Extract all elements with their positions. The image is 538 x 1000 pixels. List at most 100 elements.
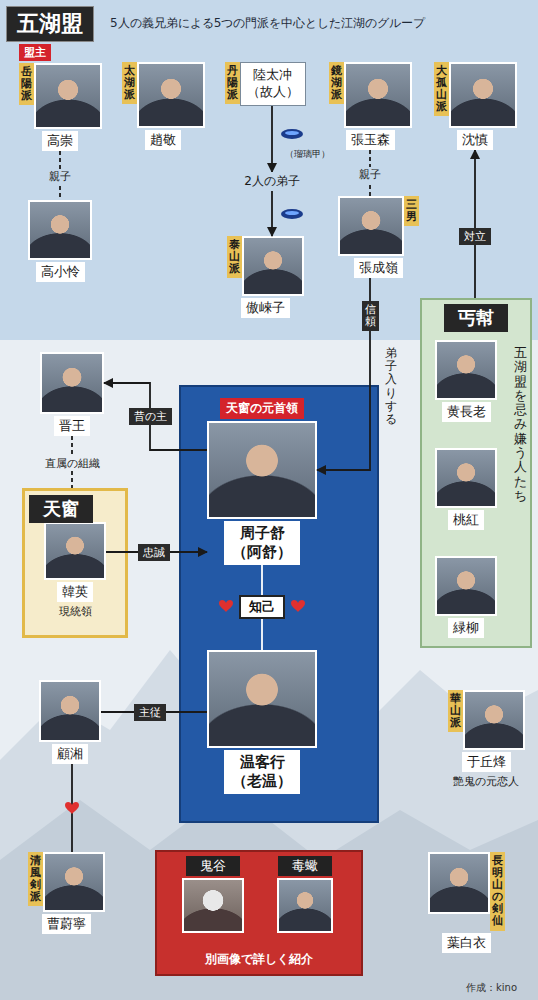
connector-label: 直属の組織 [42, 456, 103, 471]
connector-label: 親子 [46, 169, 74, 184]
faction-tag: 鏡湖派 [329, 62, 344, 104]
character-note: 現統領 [59, 604, 92, 619]
faction-tag: 長明山の剣仙 [490, 852, 505, 931]
portrait-photo [207, 421, 317, 519]
role-badge: 盟主 [19, 44, 51, 61]
portrait-photo [435, 448, 497, 508]
character-name: 周子舒 （阿舒） [224, 521, 300, 565]
character-name: 緑柳 [448, 618, 484, 638]
connector-label: 主従 [134, 704, 166, 721]
portrait-photo [137, 62, 205, 128]
character-name: 桃紅 [448, 510, 484, 530]
character-card: 太湖派趙敬 [122, 62, 205, 150]
character-card: 天窗の元首領周子舒 （阿舒） [207, 398, 317, 565]
portrait-photo [40, 352, 104, 414]
faction-tag: 華山派 [448, 690, 463, 732]
character-name: 顧湘 [52, 744, 88, 764]
group-region: 五湖盟5人の義兄弟による5つの門派を中心とした江湖のグループ盟主岳陽派高崇太湖派… [0, 0, 538, 340]
character-name: 曹蔚寧 [42, 914, 91, 934]
group-description: 5人の義兄弟による5つの門派を中心とした江湖のグループ [110, 15, 425, 32]
armor-icon [281, 209, 303, 219]
character-note: 艶鬼の元恋人 [453, 774, 519, 789]
portrait-photo [43, 852, 105, 912]
character-name: 黄長老 [442, 402, 491, 422]
portrait-photo [39, 680, 101, 742]
character-card: 晋王 [40, 352, 104, 436]
portrait-photo [34, 63, 102, 129]
relation-connector [271, 191, 273, 236]
annotation-text: 弟子入りする [384, 345, 398, 428]
faction-tag: 丹陽派 [225, 62, 240, 104]
portrait-photo [182, 878, 244, 933]
connector-label: 対立 [459, 228, 491, 245]
heart-symbol [65, 802, 79, 814]
character-card: 黄長老 [435, 340, 497, 422]
character-card: 毒蠍 [277, 856, 333, 933]
node-text: 2人の弟子 [241, 172, 303, 191]
portrait-photo [344, 62, 412, 128]
character-card: 鬼谷 [182, 856, 244, 933]
portrait-photo [428, 852, 490, 914]
portrait-photo [449, 62, 517, 128]
faction-tag: 大孤山派 [434, 62, 449, 116]
character-card: 高小怜 [28, 200, 92, 282]
character-name: 晋王 [54, 416, 90, 436]
connector-label: 忠誠 [138, 544, 170, 561]
character-card: 泰山派傲崍子 [227, 236, 304, 318]
role-badge: 天窗の元首領 [220, 398, 304, 419]
connector-label: 信頼 [362, 301, 379, 331]
group-region: 丐幇五湖盟を忌み嫌う人たち黄長老桃紅緑柳 [420, 298, 532, 648]
portrait-photo [28, 200, 92, 260]
connector-label: 親子 [356, 167, 384, 182]
faction-tag: 泰山派 [227, 236, 242, 278]
armor-icon [281, 129, 303, 139]
character-name: 陸太冲 （故人） [240, 62, 306, 106]
character-card: 温客行 （老温） [207, 650, 317, 794]
portrait-photo [435, 556, 497, 616]
character-card: 桃紅 [435, 448, 497, 530]
faction-tag: 岳陽派 [19, 63, 34, 105]
mountain-illustration [0, 650, 538, 1000]
relation-connector [104, 383, 207, 450]
character-card: 盟主岳陽派高崇 [19, 44, 102, 151]
portrait-photo [338, 196, 404, 256]
character-card: 大孤山派沈慎 [434, 62, 517, 150]
group-region: 別画像で詳しく紹介 鬼谷 毒蠍 [155, 850, 363, 976]
group-note: 別画像で詳しく紹介 [205, 951, 313, 968]
character-name: 趙敬 [145, 130, 181, 150]
connector-label: 昔の主 [129, 408, 172, 425]
faction-tag: 清風剣派 [28, 852, 43, 906]
character-name: 張成嶺 [354, 258, 403, 278]
character-name: 高崇 [42, 131, 78, 151]
character-card: 緑柳 [435, 556, 497, 638]
relation-connector [271, 106, 273, 172]
heart-symbol [291, 600, 305, 612]
connector-label: （瑠璃甲） [283, 148, 332, 161]
character-name: 温客行 （老温） [224, 750, 300, 794]
character-card: 鏡湖派張玉森 [329, 62, 412, 150]
portrait-photo [44, 522, 106, 580]
credit-text: 作成：kino [466, 981, 517, 995]
faction-label: 毒蠍 [278, 856, 332, 876]
faction-tag: 太湖派 [122, 62, 137, 104]
faction-tag: 三男 [404, 196, 419, 226]
character-card: 華山派于丘烽艶鬼の元恋人 [448, 690, 525, 789]
character-name: 張玉森 [346, 130, 395, 150]
character-name: 高小怜 [36, 262, 85, 282]
portrait-photo [242, 236, 304, 296]
faction-label: 鬼谷 [186, 856, 240, 876]
character-name: 傲崍子 [241, 298, 290, 318]
portrait-photo [463, 690, 525, 750]
text-node: 2人の弟子 [241, 172, 303, 191]
character-card: 顧湘 [39, 680, 101, 764]
highlight-panel [180, 386, 378, 822]
character-card: 丹陽派陸太冲 （故人） [225, 62, 306, 106]
character-name: 韓英 [57, 582, 93, 602]
character-name: 于丘烽 [462, 752, 511, 772]
portrait-photo [207, 650, 317, 748]
character-card: 清風剣派曹蔚寧 [28, 852, 105, 934]
heart-symbol [219, 600, 233, 612]
character-card: 韓英現統領 [44, 522, 106, 619]
group-title: 丐幇 [444, 304, 508, 332]
character-card: 三男張成嶺 [338, 196, 419, 278]
